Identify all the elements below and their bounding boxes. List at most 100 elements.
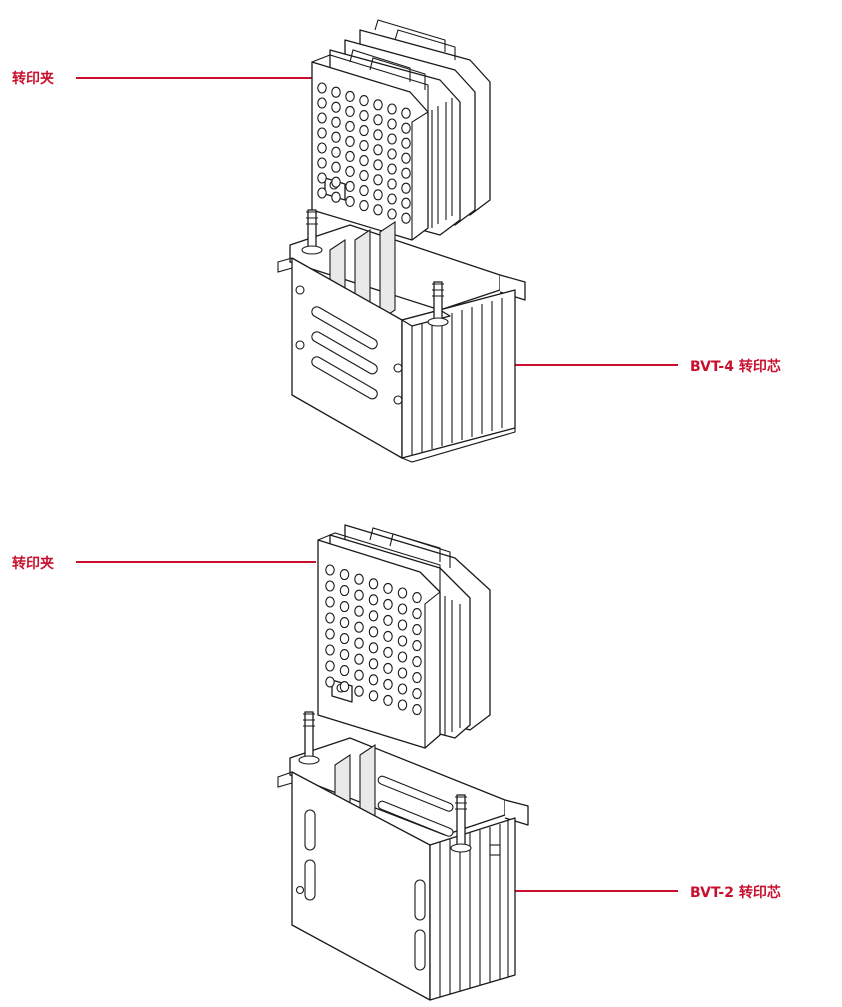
clip-hole — [368, 658, 379, 670]
clip-hole — [401, 212, 411, 224]
clip-hole — [345, 165, 355, 177]
clip-hole — [387, 208, 397, 220]
bottom-clip-leader-line — [76, 561, 316, 563]
clip-hole — [412, 672, 422, 684]
clip-hole — [345, 120, 355, 132]
clip-hole — [331, 176, 341, 188]
clip-hole — [401, 152, 411, 164]
clip-hole — [368, 642, 379, 654]
clip-hole — [397, 667, 408, 679]
clip-hole — [383, 646, 393, 658]
clip-hole — [345, 135, 355, 147]
clip-hole — [359, 155, 369, 167]
clip-hole — [412, 592, 422, 604]
clip-hole — [359, 140, 369, 152]
clip-hole — [325, 644, 335, 656]
top-clip-leader-line — [76, 77, 316, 79]
clip-hole — [397, 699, 408, 711]
clip-hole — [339, 569, 350, 581]
clip-hole — [325, 676, 335, 688]
clip-hole — [331, 86, 341, 98]
bottom-core-leader-line — [436, 890, 678, 892]
clip-hole — [359, 185, 369, 197]
clip-hole — [368, 578, 379, 590]
clip-hole — [387, 178, 397, 190]
clip-hole — [401, 137, 411, 149]
clip-hole — [354, 669, 364, 681]
clip-hole — [368, 674, 379, 686]
clip-hole — [354, 621, 364, 633]
clip-hole — [368, 594, 379, 606]
clip-hole — [368, 610, 379, 622]
top-clip-label: 转印夹 — [12, 71, 54, 87]
clip-hole — [325, 612, 335, 624]
clip-hole — [383, 582, 393, 594]
clip-hole — [383, 614, 393, 626]
clip-hole — [401, 167, 411, 179]
clip-hole — [317, 157, 327, 169]
clip-hole — [412, 656, 422, 668]
clip-hole — [359, 95, 369, 107]
clip-hole — [401, 122, 411, 134]
top-transfer-clip-stack — [311, 19, 491, 241]
clip-hole — [331, 161, 341, 173]
clip-hole — [345, 195, 355, 207]
clip-hole — [397, 683, 408, 695]
clip-hole — [412, 688, 422, 700]
clip-hole — [387, 163, 397, 175]
clip-hole — [397, 651, 408, 663]
clip-hole — [339, 601, 350, 613]
clip-hole — [401, 182, 411, 194]
clip-hole — [359, 200, 369, 212]
clip-hole — [317, 172, 327, 184]
clip-hole — [373, 189, 383, 201]
clip-hole — [387, 118, 397, 130]
clip-hole — [354, 589, 364, 601]
clip-hole — [397, 635, 408, 647]
clip-hole — [387, 133, 397, 145]
clip-hole — [354, 685, 364, 697]
clip-hole — [412, 624, 422, 636]
clip-hole — [325, 660, 335, 672]
clip-hole — [354, 653, 364, 665]
clip-hole — [317, 97, 327, 109]
clip-hole — [345, 105, 355, 117]
clip-hole — [354, 573, 364, 585]
clip-hole — [339, 681, 350, 693]
clip-hole — [325, 628, 335, 640]
clip-hole — [383, 662, 393, 674]
clip-hole — [401, 197, 411, 209]
top-clip-hole-grid — [317, 82, 411, 224]
clip-hole — [317, 187, 327, 199]
clip-hole — [339, 617, 350, 629]
clip-hole — [345, 90, 355, 102]
bottom-bvt2-core — [277, 711, 529, 1001]
clip-hole — [325, 564, 335, 576]
clip-hole — [373, 144, 383, 156]
clip-hole — [412, 608, 422, 620]
clip-hole — [373, 114, 383, 126]
clip-hole — [401, 107, 411, 119]
clip-hole — [368, 626, 379, 638]
bottom-clip-hole-grid — [325, 564, 422, 716]
clip-hole — [383, 678, 393, 690]
clip-hole — [331, 146, 341, 158]
bottom-core-label: BVT-2 转印芯 — [690, 885, 781, 901]
clip-hole — [345, 180, 355, 192]
clip-hole — [325, 596, 335, 608]
clip-hole — [339, 585, 350, 597]
clip-hole — [412, 640, 422, 652]
clip-hole — [354, 605, 364, 617]
clip-hole — [359, 170, 369, 182]
clip-hole — [383, 694, 393, 706]
clip-hole — [331, 191, 341, 203]
clip-hole — [368, 690, 379, 702]
clip-hole — [373, 159, 383, 171]
clip-hole — [373, 99, 383, 111]
clip-hole — [397, 619, 408, 631]
top-core-leader-line — [412, 364, 678, 366]
clip-hole — [387, 103, 397, 115]
clip-hole — [383, 630, 393, 642]
clip-hole — [373, 204, 383, 216]
